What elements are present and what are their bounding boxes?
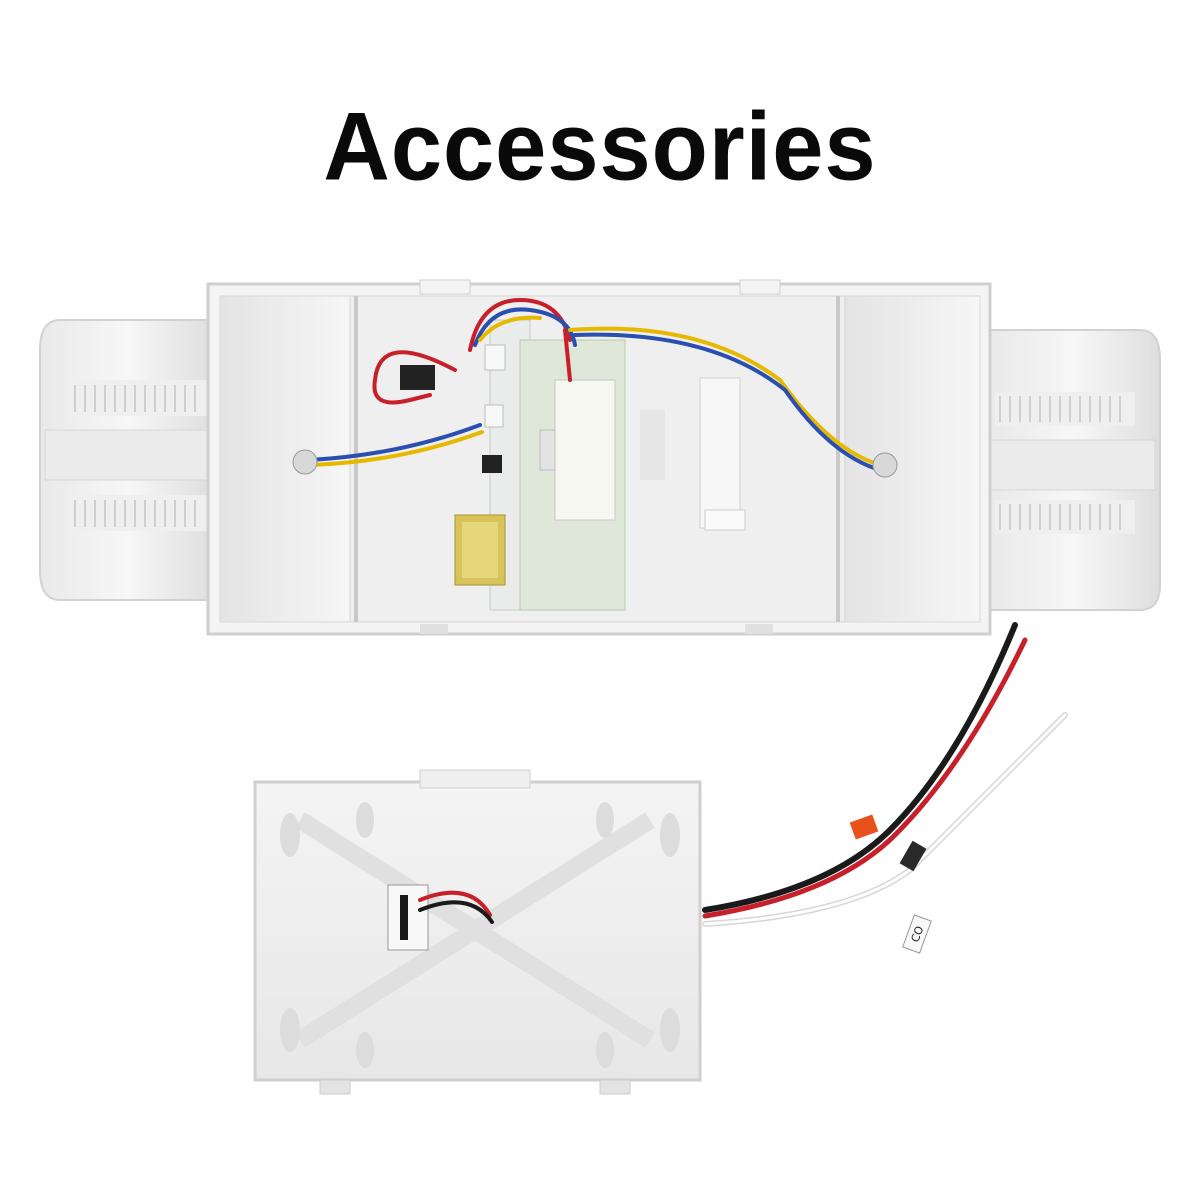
left-lamp-head [39,319,216,601]
back-plate [253,769,702,1095]
wire-tag-label: CO [909,924,927,944]
left-socket [292,449,318,475]
right-socket [872,452,898,478]
lead-wires: CO [418,622,1068,954]
right-lamp-head [989,329,1161,611]
page-title: Accessories [323,93,877,201]
circuit-board [454,319,626,611]
housing-wiring [308,297,882,472]
